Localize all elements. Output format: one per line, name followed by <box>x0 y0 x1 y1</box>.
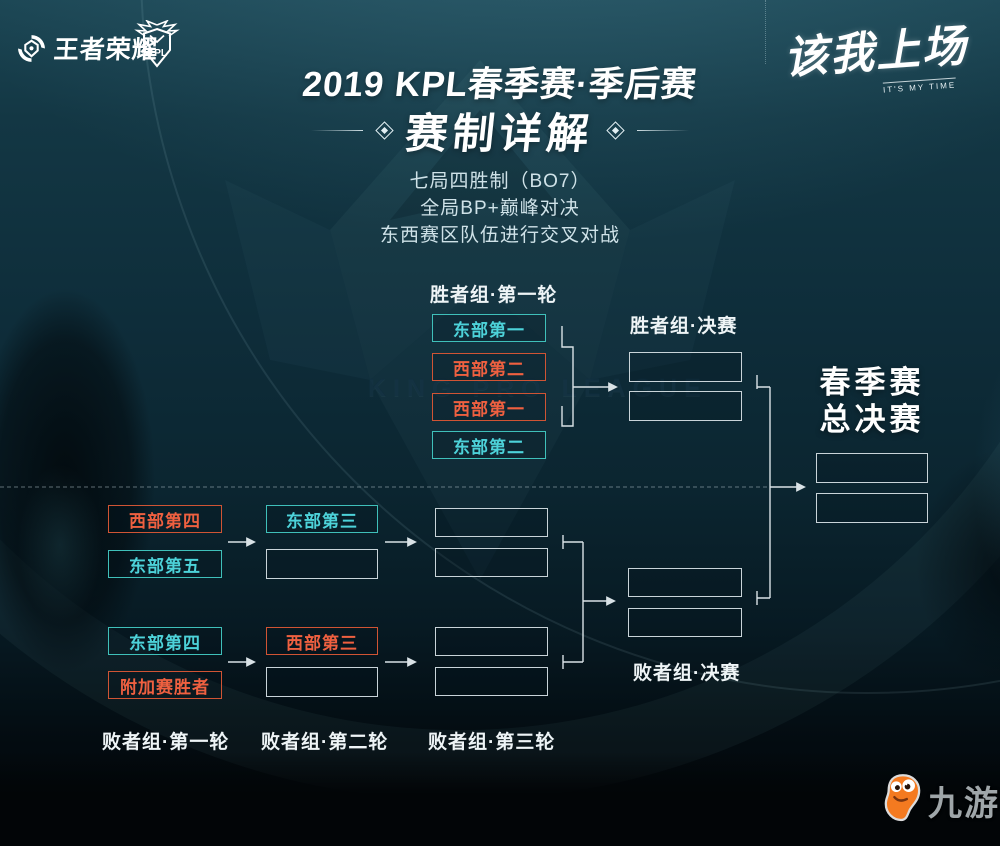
grand-final-title-line1: 春季赛 <box>819 365 925 400</box>
slot-losers-r2-west-third: 西部第三 <box>266 627 378 655</box>
rule-line-2: 全局BP+巅峰对决 <box>420 198 580 219</box>
left-rock-texture <box>0 225 185 735</box>
poster-subtitle-row: 赛制详解 <box>0 100 1000 161</box>
slot-winners-r1-west-first: 西部第一 <box>432 393 546 421</box>
slot-losers-r3-2 <box>435 548 548 577</box>
bottom-dark-strip <box>0 752 1000 846</box>
poster-subtitle: 赛制详解 <box>403 110 597 157</box>
slot-losers-r2-east-third: 东部第三 <box>266 505 378 533</box>
slot-losers-final-1 <box>628 568 742 597</box>
slot-losers-r3-4 <box>435 667 548 696</box>
slot-winners-final-2 <box>629 391 742 421</box>
ornament-line-left <box>310 130 363 131</box>
diamond-ornament-left <box>375 121 394 140</box>
winners-round1-label: 胜者组·第一轮 <box>430 285 558 306</box>
diamond-ornament-right <box>606 121 625 140</box>
finals-bracket-lines <box>756 375 771 605</box>
jiuyou-logo: 九游 <box>882 772 1000 828</box>
rules-block: 七局四胜制（BO7） 全局BP+巅峰对决 东西赛区队伍进行交叉对战 <box>0 168 1000 249</box>
losers-final-label: 败者组·决赛 <box>633 663 741 684</box>
honor-of-kings-icon <box>18 34 45 62</box>
grand-final-title: 春季赛 总决赛 <box>790 364 954 438</box>
slot-losers-r3-3 <box>435 627 548 656</box>
slot-winners-r1-east-second: 东部第二 <box>432 431 546 459</box>
slot-losers-r2-empty-2 <box>266 667 378 697</box>
slot-losers-r1-east-fifth: 东部第五 <box>108 550 222 578</box>
losers-round2-label: 败者组·第二轮 <box>261 732 389 753</box>
right-rock-texture <box>860 280 1000 720</box>
kpl-logo: KPL <box>134 20 180 68</box>
slot-grand-final-1 <box>816 453 928 483</box>
ornament-line-right <box>637 130 689 131</box>
grand-final-title-line2: 总决赛 <box>819 402 925 437</box>
losers-round3-label: 败者组·第三轮 <box>428 732 556 753</box>
king-pro-league-watermark: KING PRO LEAGUE <box>368 374 708 402</box>
rule-line-1: 七局四胜制（BO7） <box>409 171 591 192</box>
slot-losers-r3-1 <box>435 508 548 537</box>
slot-losers-r2-empty-1 <box>266 549 378 579</box>
rule-line-3: 东西赛区队伍进行交叉对战 <box>379 225 620 246</box>
winners-final-label: 胜者组·决赛 <box>630 316 738 337</box>
slot-losers-r1-playin-winner: 附加赛胜者 <box>108 671 222 699</box>
slot-grand-final-2 <box>816 493 928 523</box>
hanging-line-decoration <box>765 0 766 64</box>
jiuyou-mascot-icon <box>884 774 921 822</box>
losers-round1-label: 败者组·第一轮 <box>102 732 230 753</box>
slot-winners-r1-east-first: 东部第一 <box>432 314 546 342</box>
kpl-logo-text: KPL <box>147 48 167 59</box>
losers-round3-bracket-lines <box>562 535 584 669</box>
honor-of-kings-logo: 王者荣耀 <box>16 30 159 66</box>
jiuyou-logo-text: 九游 <box>928 784 1000 823</box>
left-rock-glint <box>0 430 120 660</box>
slot-winners-r1-west-second: 西部第二 <box>432 353 546 381</box>
slot-losers-r1-west-fourth: 西部第四 <box>108 505 222 533</box>
slot-losers-final-2 <box>628 608 742 637</box>
slot-losers-r1-east-fourth: 东部第四 <box>108 627 222 655</box>
slot-winners-final-1 <box>629 352 742 382</box>
